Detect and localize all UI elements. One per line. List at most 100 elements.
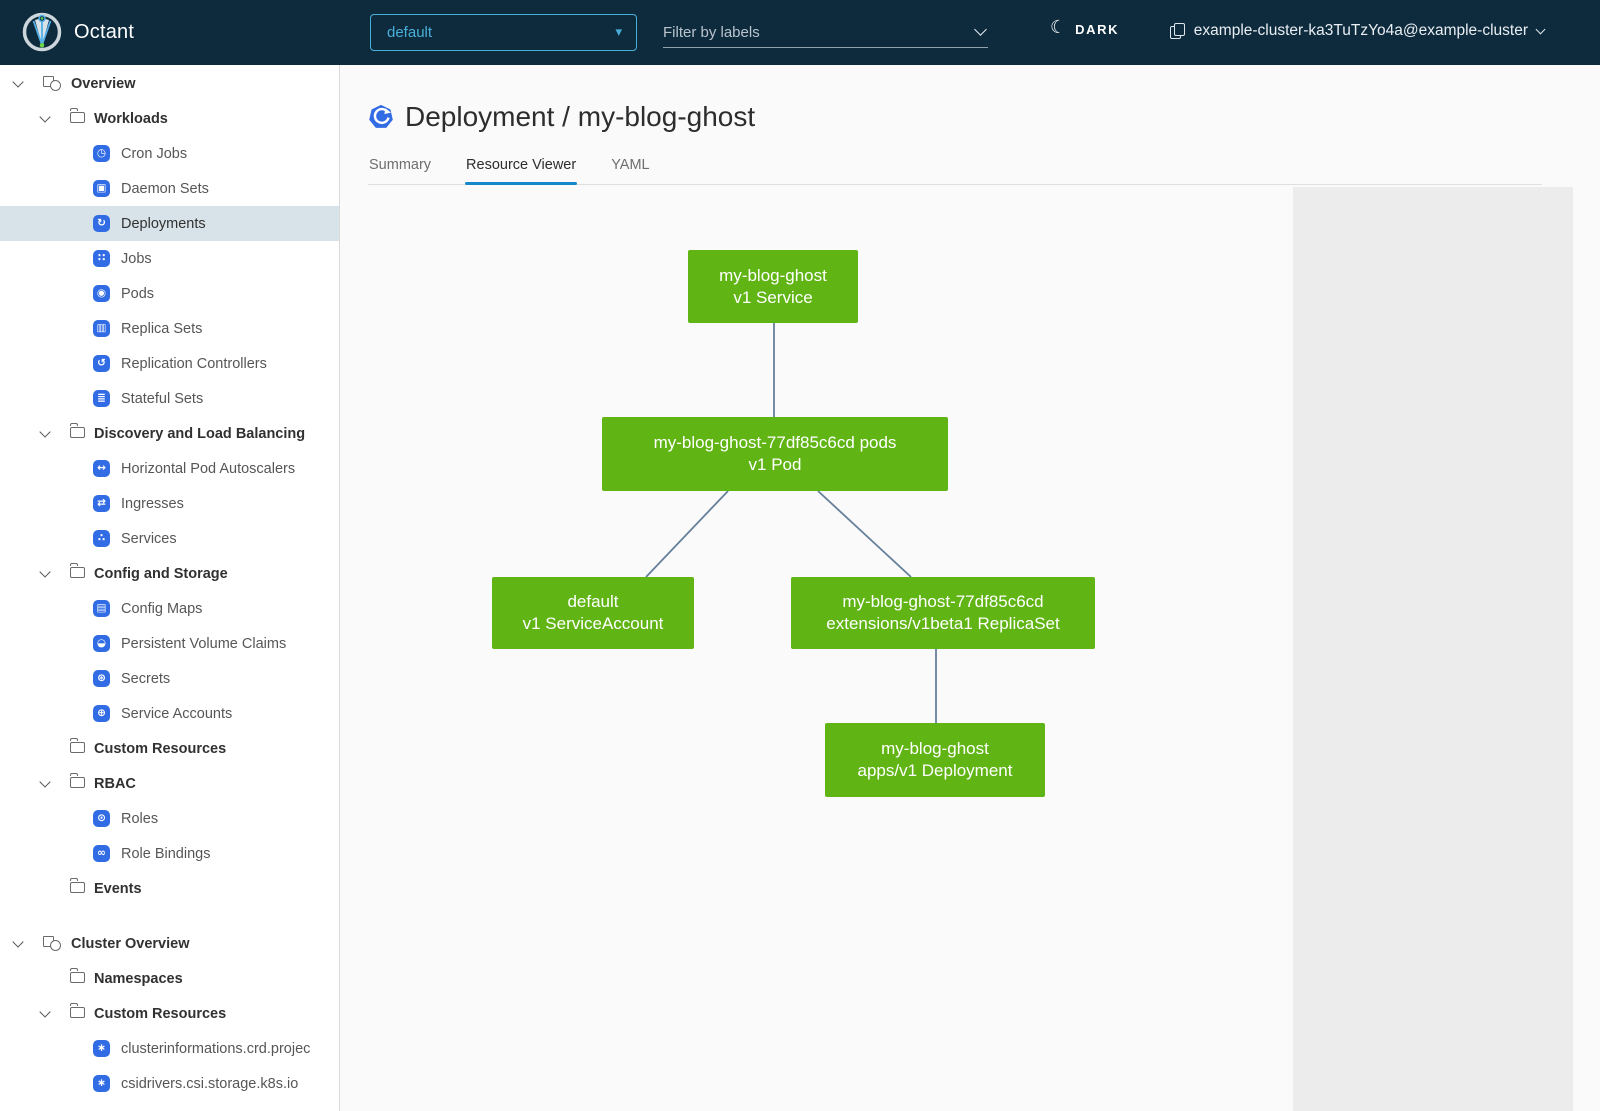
tab-bar: Summary Resource Viewer YAML [368, 149, 1542, 185]
sidebar-item-config-and-storage[interactable]: Config and Storage [0, 556, 339, 591]
sidebar-item-csidrivers-csi-storage-k8s-io[interactable]: ∗csidrivers.csi.storage.k8s.io [0, 1066, 339, 1101]
node-kind: v1 Pod [748, 455, 802, 474]
sidebar-item-label: Replica Sets [121, 320, 203, 337]
sidebar-item-replica-sets[interactable]: ▥Replica Sets [0, 311, 339, 346]
sidebar-item-label: Config Maps [121, 600, 203, 617]
context-selector[interactable]: example-cluster-ka3TuTzYo4a@example-clus… [1169, 22, 1546, 40]
sidebar-item-label: Horizontal Pod Autoscalers [121, 460, 296, 477]
sidebar-item-label: Persistent Volume Claims [121, 635, 287, 652]
sidebar-item-cluster-overview[interactable]: Cluster Overview [0, 926, 339, 961]
sidebar-item-ingresses[interactable]: ⇄Ingresses [0, 486, 339, 521]
objects-icon [43, 76, 61, 91]
sidebar-item-replication-controllers[interactable]: ↺Replication Controllers [0, 346, 339, 381]
sidebar-item-workloads[interactable]: Workloads [0, 101, 339, 136]
configmap-icon: ▤ [93, 600, 110, 617]
objects-icon [43, 936, 61, 951]
sidebar-item-config-maps[interactable]: ▤ Config Maps [0, 591, 339, 626]
label-filter-input[interactable]: Filter by labels [663, 17, 988, 48]
chevron-down-icon[interactable] [39, 112, 52, 125]
sidebar-item-discovery-and-load-balancing[interactable]: Discovery and Load Balancing [0, 416, 339, 451]
folder-icon [69, 773, 85, 788]
sidebar-item-stateful-sets[interactable]: ≣Stateful Sets [0, 381, 339, 416]
tab-yaml[interactable]: YAML [611, 157, 650, 173]
sidebar-item-clusterinformations-crd-projec[interactable]: ∗clusterinformations.crd.projec [0, 1031, 339, 1066]
service-icon: ∴ [93, 530, 110, 547]
deployment-icon [368, 104, 394, 130]
sidebar-item-label: Role Bindings [121, 845, 211, 862]
sidebar-item-label: Services [121, 530, 177, 547]
node-name: my-blog-ghost [881, 739, 989, 758]
chevron-down-icon[interactable] [39, 427, 52, 440]
graph-node-deployment[interactable]: my-blog-ghost apps/v1 Deployment [825, 723, 1045, 797]
node-kind: apps/v1 Deployment [857, 761, 1013, 780]
sidebar-item-service-accounts[interactable]: ⊕Service Accounts [0, 696, 339, 731]
label-filter-placeholder: Filter by labels [663, 23, 760, 41]
sidebar-item-secrets[interactable]: ⊛ Secrets [0, 661, 339, 696]
sidebar-item-pods[interactable]: ◉ Pods [0, 276, 339, 311]
sidebar-item-jobs[interactable]: ∷Jobs [0, 241, 339, 276]
detail-panel [1293, 187, 1573, 1111]
sidebar-item-label: Stateful Sets [121, 390, 204, 407]
namespace-value: default [387, 24, 433, 41]
sidebar-item-role-bindings[interactable]: ∞Role Bindings [0, 836, 339, 871]
tab-summary[interactable]: Summary [369, 157, 432, 173]
sidebar-item-persistent-volume-claims[interactable]: ◒ Persistent Volume Claims [0, 626, 339, 661]
caret-down-icon: ▾ [615, 25, 622, 40]
context-label: example-cluster-ka3TuTzYo4a@example-clus… [1193, 22, 1528, 39]
sidebar-item-label: Discovery and Load Balancing [94, 425, 306, 442]
brand: Octant [22, 12, 134, 52]
secret-icon: ⊛ [93, 670, 110, 687]
theme-toggle[interactable]: ☾ DARK [1050, 19, 1120, 37]
pod-icon: ◉ [93, 285, 110, 302]
chevron-spacer [39, 742, 52, 755]
sidebar-item-label: Secrets [121, 670, 171, 687]
sidebar-item-label: Roles [121, 810, 159, 827]
folder-icon [69, 423, 85, 438]
chevron-down-icon[interactable] [39, 567, 52, 580]
sidebar-item-label: Cron Jobs [121, 145, 188, 162]
sidebar-item-label: Overview [71, 75, 136, 92]
sidebar-item-services[interactable]: ∴ Services [0, 521, 339, 556]
sidebar-item-label: RBAC [94, 775, 136, 792]
sidebar-item-custom-resources[interactable]: Custom Resources [0, 731, 339, 766]
sidebar-item-rbac[interactable]: RBAC [0, 766, 339, 801]
folder-icon [69, 108, 85, 123]
sidebar-item-label: Daemon Sets [121, 180, 209, 197]
chevron-down-icon[interactable] [39, 1007, 52, 1020]
sidebar-item-label: Workloads [94, 110, 168, 127]
pvc-icon: ◒ [93, 635, 110, 652]
chevron-down-icon[interactable] [39, 777, 52, 790]
node-name: my-blog-ghost-77df85c6cd [842, 592, 1044, 611]
namespace-select[interactable]: default ▾ [370, 14, 637, 51]
cluster-icon [1169, 23, 1185, 39]
sidebar-item-daemon-sets[interactable]: ▣ Daemon Sets [0, 171, 339, 206]
page-header: Deployment / my-blog-ghost [368, 101, 755, 133]
chevron-down-icon[interactable] [12, 937, 25, 950]
chevron-down-icon [1535, 24, 1546, 34]
sidebar-item-roles[interactable]: ⊙ Roles [0, 801, 339, 836]
theme-toggle-label: DARK [1075, 21, 1120, 37]
sidebar-item-label: Pods [121, 285, 155, 302]
sidebar-item-namespaces[interactable]: Namespaces [0, 961, 339, 996]
role-icon: ⊙ [93, 810, 110, 827]
sidebar-item-horizontal-pod-autoscalers[interactable]: ↔Horizontal Pod Autoscalers [0, 451, 339, 486]
daemonset-icon: ▣ [93, 180, 110, 197]
sidebar-item-label: clusterinformations.crd.projec [121, 1040, 311, 1057]
sidebar-item-overview[interactable]: Overview [0, 66, 339, 101]
sidebar-item-deployments[interactable]: ↻Deployments [0, 206, 339, 241]
tab-resource-viewer[interactable]: Resource Viewer [465, 149, 578, 185]
sidebar-item-label: Jobs [121, 250, 152, 267]
sidebar-item-custom-resources-2[interactable]: Custom Resources [0, 996, 339, 1031]
sidebar-item-cron-jobs[interactable]: ◷Cron Jobs [0, 136, 339, 171]
chevron-down-icon[interactable] [12, 77, 25, 90]
chevron-down-icon [974, 23, 987, 36]
sidebar-item-events[interactable]: Events [0, 871, 339, 906]
sidebar-item-label: Custom Resources [94, 740, 227, 757]
replicationcontroller-icon: ↺ [93, 355, 110, 372]
